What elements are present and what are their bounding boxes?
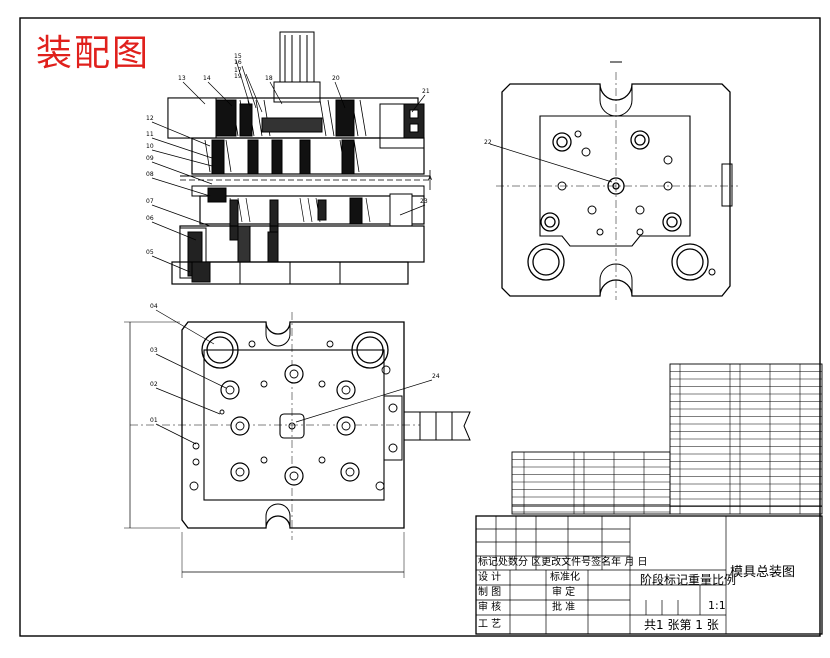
callout-10: 10 bbox=[146, 143, 154, 150]
callout-06: 06 bbox=[146, 215, 154, 222]
sheet-border bbox=[19, 17, 821, 637]
callout-top-22: 22 bbox=[484, 139, 492, 146]
tb-design: 设 计 bbox=[478, 572, 502, 583]
callout-07: 07 bbox=[146, 198, 154, 205]
callout-24: 24 bbox=[432, 373, 440, 380]
drawing-title: 装配图 bbox=[36, 33, 151, 74]
callout-13: 13 bbox=[178, 75, 186, 82]
callout-21: 21 bbox=[422, 88, 430, 95]
tb-review: 审 定 bbox=[552, 587, 576, 598]
tb-sheets: 共1 张第 1 张 bbox=[644, 618, 719, 632]
tb-row-header: 标记处数分 区更改文件号签名年 月 日 bbox=[478, 557, 648, 568]
callout-23: 23 bbox=[420, 198, 428, 205]
tb-draw: 制 图 bbox=[478, 587, 502, 598]
callout-01: 01 bbox=[150, 417, 158, 424]
tb-process: 工 艺 bbox=[478, 619, 502, 630]
title-block bbox=[475, 515, 823, 635]
callout-12: 12 bbox=[146, 115, 154, 122]
tb-stage-mark: 阶段标记重量比例 bbox=[640, 573, 737, 587]
callout-05: 05 bbox=[146, 249, 154, 256]
callout-16: 16 bbox=[234, 59, 242, 66]
section-mark-a: A bbox=[428, 175, 433, 182]
callout-18: 18 bbox=[265, 75, 273, 82]
callout-17: 17 bbox=[234, 67, 242, 74]
callout-20: 20 bbox=[332, 75, 340, 82]
callout-02: 02 bbox=[150, 381, 158, 388]
callout-08: 08 bbox=[146, 171, 154, 178]
plan-callouts: 04 03 02 01 24 bbox=[150, 303, 440, 424]
callout-11: 11 bbox=[146, 131, 154, 138]
tb-check: 审 核 bbox=[478, 602, 502, 613]
tb-standardize: 标准化 bbox=[550, 572, 580, 583]
tb-approve: 批 准 bbox=[552, 602, 576, 613]
section-callouts: 13 14 15 16 17 18 19 20 21 12 11 10 09 0… bbox=[146, 53, 433, 256]
callout-09: 09 bbox=[146, 155, 154, 162]
parts-list bbox=[511, 363, 823, 515]
tb-drawing-name: 模具总装图 bbox=[730, 565, 796, 580]
callout-03: 03 bbox=[150, 347, 158, 354]
callout-15: 15 bbox=[234, 53, 242, 60]
section-view bbox=[151, 31, 431, 285]
callout-04: 04 bbox=[150, 303, 158, 310]
plan-view bbox=[124, 309, 471, 578]
callout-19: 19 bbox=[234, 73, 242, 80]
tb-scale: 1:1 bbox=[708, 599, 726, 612]
top-view bbox=[489, 61, 738, 300]
callout-14: 14 bbox=[203, 75, 211, 82]
